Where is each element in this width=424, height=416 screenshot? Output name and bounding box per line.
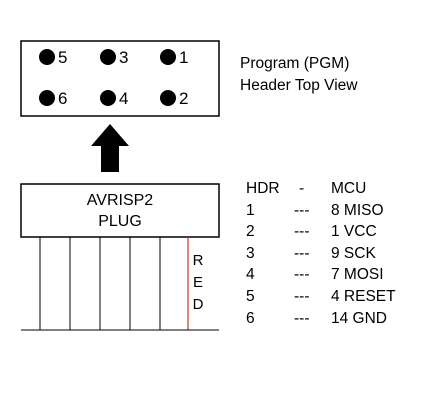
hdr-pin-cell: 2 — [246, 223, 255, 240]
mcu-pin-cell: 7 MOSI — [331, 266, 384, 283]
diagram-title-line2: Header Top View — [240, 77, 358, 94]
pin-dot — [160, 49, 176, 65]
column-header-mcu: MCU — [331, 180, 367, 197]
plug-label-line1: AVRISP2 — [87, 192, 154, 209]
header-pin-1: 1 — [160, 48, 188, 67]
column-header-separator: - — [299, 180, 305, 197]
red-label-r: R — [193, 252, 204, 269]
hdr-pin-cell: 4 — [246, 266, 255, 283]
avrisp2-plug-box — [20, 183, 220, 238]
dash-cell: --- — [294, 223, 310, 240]
pin-dot — [39, 90, 55, 106]
hdr-pin-cell: 6 — [246, 310, 255, 327]
pin-number: 3 — [119, 48, 128, 67]
mcu-pin-cell: 4 RESET — [331, 288, 396, 305]
dash-cell: --- — [294, 288, 310, 305]
pin-number: 4 — [119, 89, 128, 108]
pin-number: 6 — [58, 89, 67, 108]
mcu-pin-cell: 8 MISO — [331, 202, 384, 219]
plug-label-line2: PLUG — [98, 213, 142, 230]
diagram-title-line1: Program (PGM) — [240, 55, 350, 72]
header-pin-2: 2 — [160, 89, 188, 108]
mcu-pin-cell: 14 GND — [331, 310, 387, 327]
dash-cell: --- — [294, 202, 310, 219]
pin-number: 2 — [179, 89, 188, 108]
hdr-pin-cell: 1 — [246, 202, 255, 219]
pin-dot — [160, 90, 176, 106]
header-pin-3: 3 — [100, 48, 128, 67]
column-header-hdr: HDR — [246, 180, 280, 197]
dash-cell: --- — [294, 245, 310, 262]
header-pin-5: 5 — [39, 48, 67, 67]
dash-cell: --- — [294, 310, 310, 327]
arrow-up-icon — [91, 124, 129, 172]
red-label-d: D — [193, 296, 204, 313]
pin-dot — [100, 49, 116, 65]
mcu-pin-cell: 9 SCK — [331, 245, 376, 262]
hdr-pin-cell: 3 — [246, 245, 255, 262]
dash-cell: --- — [294, 266, 310, 283]
header-pin-4: 4 — [100, 89, 128, 108]
header-pin-6: 6 — [39, 89, 67, 108]
hdr-pin-cell: 5 — [246, 288, 255, 305]
pin-number: 5 — [58, 48, 67, 67]
mcu-pin-cell: 1 VCC — [331, 223, 377, 240]
pin-dot — [100, 90, 116, 106]
pin-number: 1 — [179, 48, 188, 67]
red-label-e: E — [193, 274, 203, 291]
pin-dot — [39, 49, 55, 65]
